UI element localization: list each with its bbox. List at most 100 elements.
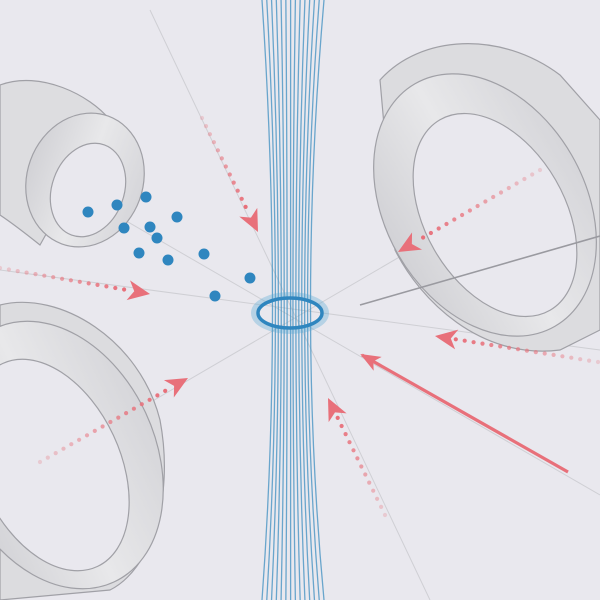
laser-dot [578, 357, 583, 362]
laser-dot [60, 276, 65, 281]
beam-line [298, 0, 306, 600]
laser-dot [351, 448, 356, 453]
laser-dot [462, 338, 467, 343]
beam-line [275, 0, 282, 600]
laser-dot [124, 411, 129, 416]
laser-dot [0, 265, 3, 271]
laser-dot [116, 415, 121, 420]
beam-line [309, 0, 325, 600]
beam-line [270, 0, 279, 600]
laser-dot [37, 459, 43, 465]
laser-dot [452, 217, 457, 222]
coil-lower-left [0, 301, 165, 600]
laser-dot [379, 504, 384, 509]
laser-dot [139, 402, 144, 407]
laser-dot [339, 423, 344, 429]
trap-ring [251, 292, 329, 334]
beam-line [306, 0, 320, 600]
laser-dot [436, 226, 441, 231]
laser-arrow-icon [398, 232, 423, 252]
cooling-lasers [0, 115, 600, 518]
atom-dot-icon [198, 248, 210, 260]
optical-tweezer-beam [261, 0, 325, 600]
laser-arrow-solid [360, 353, 569, 474]
laser-dot [514, 181, 519, 186]
beam-line [292, 0, 297, 600]
beam-line [301, 0, 311, 600]
laser-dot [498, 344, 503, 349]
laser-dot [243, 204, 248, 209]
laser-dot [460, 212, 465, 218]
laser-dot [235, 188, 240, 193]
laser-dot [475, 203, 480, 209]
atom-dot-icon [151, 232, 163, 244]
beam-line [295, 0, 301, 600]
atom-dot-icon [144, 221, 156, 233]
laser-dot [45, 455, 50, 460]
atom-dot-icon [140, 191, 152, 203]
laser-dot [569, 355, 574, 360]
laser-dot [215, 148, 220, 153]
coil-ring-icon [412, 112, 578, 318]
laser-dot [104, 284, 109, 289]
laser-dot [453, 337, 458, 342]
laser-dot [343, 432, 348, 437]
laser-dot [77, 279, 82, 284]
laser-dot [480, 341, 485, 346]
laser-dot [371, 488, 376, 493]
laser-dot [69, 442, 74, 447]
laser-dot [483, 199, 488, 204]
laser-dot [231, 180, 236, 185]
laser-dot [33, 272, 38, 277]
laser-dot [163, 388, 168, 393]
beam-line [289, 0, 292, 600]
laser-dot [515, 347, 521, 352]
beam-line [280, 0, 285, 600]
laser-dot [227, 172, 232, 177]
atom-dot-icon [209, 290, 221, 302]
laser-dot [84, 433, 90, 438]
laser-dot [6, 267, 11, 272]
laser-dot [86, 281, 91, 286]
probe-line [359, 235, 600, 306]
laser-arrow-icon [239, 207, 258, 232]
laser-arrow-icon [328, 398, 347, 423]
laser-dot [530, 172, 535, 177]
laser-dot [467, 208, 472, 213]
laser-dot [211, 140, 216, 145]
laser-dot [421, 235, 426, 240]
atom-dot-icon [118, 222, 130, 234]
laser-dot [51, 275, 56, 280]
atom-dot-icon [244, 272, 256, 284]
laser-dot [219, 156, 224, 161]
coil-upper-left [0, 80, 145, 248]
laser-dot [359, 464, 364, 469]
laser-dot [15, 269, 20, 274]
laser-dot [382, 512, 388, 518]
laser-dot [444, 221, 449, 227]
beam-line [285, 0, 288, 600]
laser-dot [108, 419, 113, 425]
laser-dot [24, 270, 29, 275]
laser-dot [375, 496, 380, 501]
atom-dot-icon [171, 211, 183, 223]
laser-dot [560, 354, 565, 359]
coil-upper-right [373, 43, 600, 352]
laser-dot [223, 164, 228, 169]
atom-cloud [82, 191, 256, 302]
atom-dot-icon [162, 254, 174, 266]
laser-dot [155, 393, 160, 398]
laser-dot [207, 132, 212, 137]
laser-dot [537, 167, 543, 173]
laser-dot [498, 190, 504, 195]
laser-dot [335, 415, 340, 420]
beam-line [266, 0, 277, 600]
laser-dot [491, 194, 496, 200]
trap-ring-icon [256, 296, 324, 330]
laser-dot [367, 480, 372, 485]
laser-dot [506, 185, 511, 191]
laser-arrow-icon [163, 378, 188, 398]
coil-ring-icon [49, 142, 127, 238]
